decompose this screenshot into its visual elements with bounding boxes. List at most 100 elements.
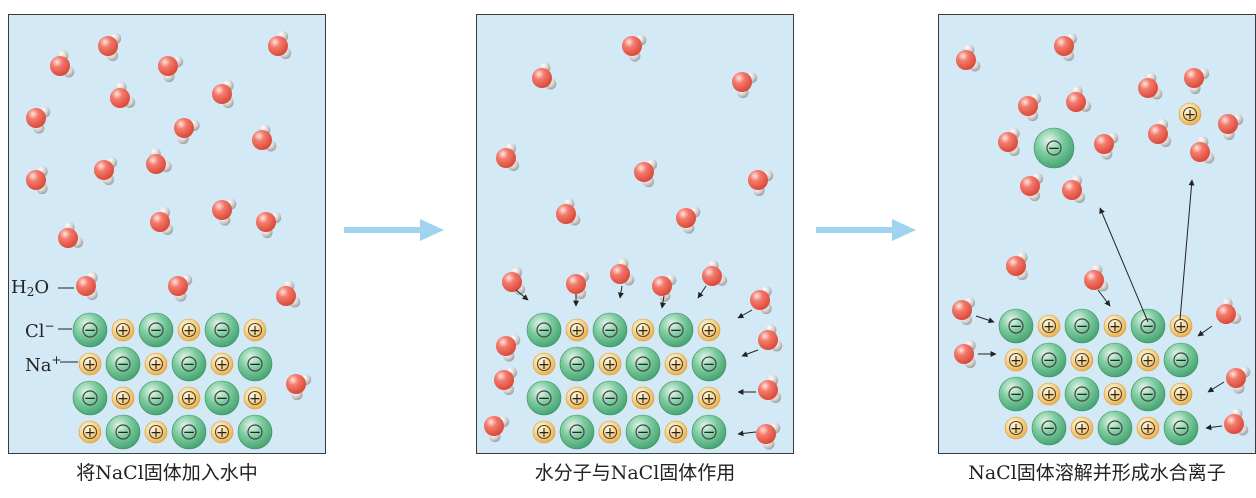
chloride-ion-icon: −	[1031, 410, 1067, 446]
chloride-ion-icon: −	[105, 414, 141, 450]
water-molecule-icon	[158, 56, 184, 83]
motion-arrow	[1099, 207, 1149, 323]
water-molecule-icon	[622, 34, 647, 62]
water-molecule-icon	[1184, 68, 1210, 95]
sodium-ion-icon: +	[1169, 382, 1193, 406]
panel-2-caption: 水分子与NaCl固体作用	[534, 462, 736, 484]
sodium-ion-icon: +	[664, 352, 688, 376]
water-molecule-icon	[1218, 114, 1244, 141]
water-molecule-icon	[676, 206, 701, 234]
sodium-ion-icon: +	[1070, 348, 1094, 372]
sodium-ion-icon: +	[1004, 416, 1028, 440]
water-molecule-icon	[276, 280, 301, 308]
sodium-ion-icon: +	[210, 352, 234, 376]
sodium-ion-icon: +	[1004, 348, 1028, 372]
chloride-ion-icon: −	[526, 312, 562, 348]
chloride-ion-icon: −	[204, 312, 240, 348]
sodium-ion-icon: +	[598, 420, 622, 444]
motion-arrow	[737, 309, 753, 319]
svg-text:−: −	[703, 355, 716, 373]
motion-arrow	[697, 285, 707, 299]
water-molecule-icon	[50, 50, 75, 78]
svg-text:+: +	[117, 323, 129, 339]
svg-text:+: +	[1010, 421, 1022, 437]
svg-text:+: +	[150, 357, 162, 373]
motion-arrow	[975, 315, 995, 324]
water-molecule-icon	[556, 198, 581, 226]
water-molecule-icon	[732, 72, 758, 99]
svg-text:+: +	[84, 425, 96, 441]
chloride-ion-icon: −	[237, 346, 273, 382]
water-molecule-icon	[652, 274, 677, 302]
svg-text:−: −	[637, 355, 650, 373]
water-molecule-icon	[610, 258, 635, 286]
chloride-ion-icon: −	[171, 414, 207, 450]
svg-text:−: −	[1048, 139, 1061, 157]
svg-text:+: +	[1142, 421, 1154, 437]
sodium-ion-icon: +	[631, 318, 655, 342]
water-molecule-icon	[26, 165, 48, 195]
svg-text:+: +	[84, 357, 96, 373]
chloride-ion-icon: −	[998, 376, 1034, 412]
sodium-ion-icon: +	[1103, 314, 1127, 338]
svg-text:−: −	[1109, 351, 1122, 369]
water-molecule-icon	[756, 422, 781, 450]
motion-arrow	[1197, 325, 1213, 337]
chloride-ion-icon: −	[72, 380, 108, 416]
svg-text:−: −	[216, 389, 229, 407]
water-molecule-icon	[1226, 366, 1251, 394]
svg-text:+: +	[604, 425, 616, 441]
chloride-ion-icon: −	[625, 414, 661, 450]
sodium-ion-icon: +	[1103, 382, 1127, 406]
svg-text:+: +	[216, 357, 228, 373]
svg-text:+: +	[538, 357, 550, 373]
chloride-ion-icon: −	[559, 414, 595, 450]
chloride-ion-icon: −	[171, 346, 207, 382]
water-molecule-icon	[1066, 85, 1092, 112]
svg-text:−: −	[1043, 351, 1056, 369]
sodium-ion-icon: +	[1037, 382, 1061, 406]
sodium-ion-icon: +	[565, 318, 589, 342]
water-molecule-icon	[502, 266, 526, 295]
svg-text:−: −	[1076, 385, 1089, 403]
svg-text:+: +	[1076, 421, 1088, 437]
svg-text:−: −	[670, 389, 683, 407]
svg-text:−: −	[1175, 351, 1188, 369]
svg-text:−: −	[571, 355, 584, 373]
water-molecule-icon	[94, 157, 118, 186]
water-molecule-icon	[268, 30, 292, 60]
svg-text:−: −	[1076, 317, 1089, 335]
water-molecule-icon	[286, 374, 312, 401]
svg-text:−: −	[538, 389, 551, 407]
svg-text:+: +	[571, 323, 583, 339]
svg-text:+: +	[1109, 319, 1121, 335]
chloride-ion-icon: −	[1163, 410, 1199, 446]
chloride-ion-icon: −	[1064, 308, 1100, 344]
water-molecule-icon	[758, 324, 783, 352]
chloride-ion-icon: −	[1163, 342, 1199, 378]
svg-text:−: −	[670, 321, 683, 339]
water-molecule-icon	[566, 271, 590, 300]
chloride-ion-icon: −	[1097, 410, 1133, 446]
water-molecule-icon	[1020, 173, 1044, 202]
water-molecule-icon	[1054, 33, 1078, 62]
svg-text:+: +	[150, 425, 162, 441]
motion-arrow	[1205, 424, 1223, 431]
sodium-ion-icon: +	[565, 386, 589, 410]
sodium-ion-icon: +	[243, 386, 267, 410]
svg-text:+: +	[1010, 353, 1022, 369]
sodium-ion-icon: +	[1136, 348, 1160, 372]
water-molecule-icon	[1094, 132, 1119, 160]
water-molecule-icon	[702, 259, 728, 286]
svg-text:+: +	[670, 357, 682, 373]
sodium-ion-icon: +	[177, 386, 201, 410]
sodium-ion-icon: +	[664, 420, 688, 444]
chloride-ion-icon: −	[1031, 342, 1067, 378]
svg-text:+: +	[117, 391, 129, 407]
svg-text:−: −	[183, 355, 196, 373]
svg-text:−: −	[604, 321, 617, 339]
svg-text:−: −	[249, 355, 262, 373]
water-molecule-icon	[256, 212, 282, 239]
svg-text:+: +	[1043, 319, 1055, 335]
svg-text:−: −	[117, 355, 130, 373]
